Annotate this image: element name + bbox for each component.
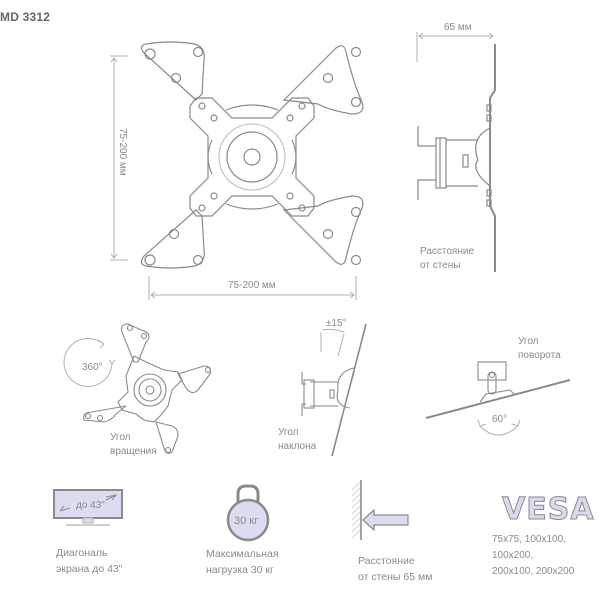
front-view-drawing: 75-200 мм 75-200 мм [110, 41, 364, 300]
side-caption-line2: от стены [420, 260, 460, 271]
depth-dimension-label: 65 мм [444, 22, 472, 33]
swivel-caption-line1: Угол [518, 336, 539, 347]
tilt-caption-line2: наклона [278, 441, 317, 452]
monitor-icon-text: до 43" [76, 500, 105, 511]
rotation-caption-line2: вращения [110, 446, 157, 457]
monitor-icon: до 43" [53, 489, 123, 526]
feature-max-load: Максимальная нагрузка 30 кг [206, 546, 279, 578]
swivel-arrow-icon [477, 419, 521, 436]
wall-distance-icon [351, 480, 409, 540]
swivel-angle: 60° [492, 414, 507, 425]
feature-wall-distance: Расстояние от стены 65 мм [358, 553, 432, 585]
rotation-caption-line1: Угол [110, 432, 131, 443]
feature-vesa-sizes: 75x75, 100x100, 100x200, 200x100, 200x20… [492, 532, 600, 580]
vertical-dimension-label: 75-200 мм [117, 128, 128, 176]
feature-max-load-line2: нагрузка 30 кг [206, 564, 274, 576]
tilt-angle: ±15° [326, 318, 347, 329]
swivel-drawing: Угол поворота 60° [425, 336, 571, 436]
feature-diagonal-line2: экрана до 43" [56, 563, 123, 575]
swivel-caption-line2: поворота [518, 350, 561, 361]
feature-wall-distance-line1: Расстояние [358, 555, 415, 567]
feature-diagonal: Диагональ экрана до 43" [56, 545, 122, 577]
bracket-side-icon [417, 44, 496, 272]
bracket-front-icon [140, 41, 364, 269]
vertical-dimension-line [110, 55, 128, 261]
bracket-rotated-icon [83, 323, 212, 454]
side-caption-line1: Расстояние [420, 246, 474, 257]
tilt-angle-lines [320, 328, 345, 357]
feature-max-load-line1: Максимальная [206, 548, 279, 560]
feature-diagonal-line1: Диагональ [56, 547, 108, 559]
horizontal-dimension-line [148, 276, 357, 300]
depth-dimension-line [416, 32, 494, 62]
model-title: MD 3312 [0, 10, 51, 24]
bracket-swivel-icon [425, 361, 571, 419]
rotation-angle: 360° [82, 362, 103, 373]
feature-vesa-line2: 200x100, 200x200 [492, 566, 575, 577]
bracket-tilted-icon [301, 323, 367, 457]
tilt-drawing: ±15° Угол наклона [278, 318, 367, 457]
side-view-drawing: 65 мм Расстояние от стены [416, 22, 496, 272]
vesa-logo: VESA [502, 492, 595, 528]
weight-icon: 30 кг [226, 484, 270, 542]
rotation-arrow-icon [63, 338, 116, 387]
rotation-drawing: 360° Угол вращения [63, 323, 212, 457]
feature-wall-distance-line2: от стены 65 мм [358, 571, 433, 583]
feature-vesa-line1: 75x75, 100x100, 100x200, [492, 534, 566, 561]
tilt-caption-line1: Угол [278, 427, 299, 438]
horizontal-dimension-label: 75-200 мм [228, 280, 276, 291]
weight-icon-text: 30 кг [234, 515, 258, 527]
